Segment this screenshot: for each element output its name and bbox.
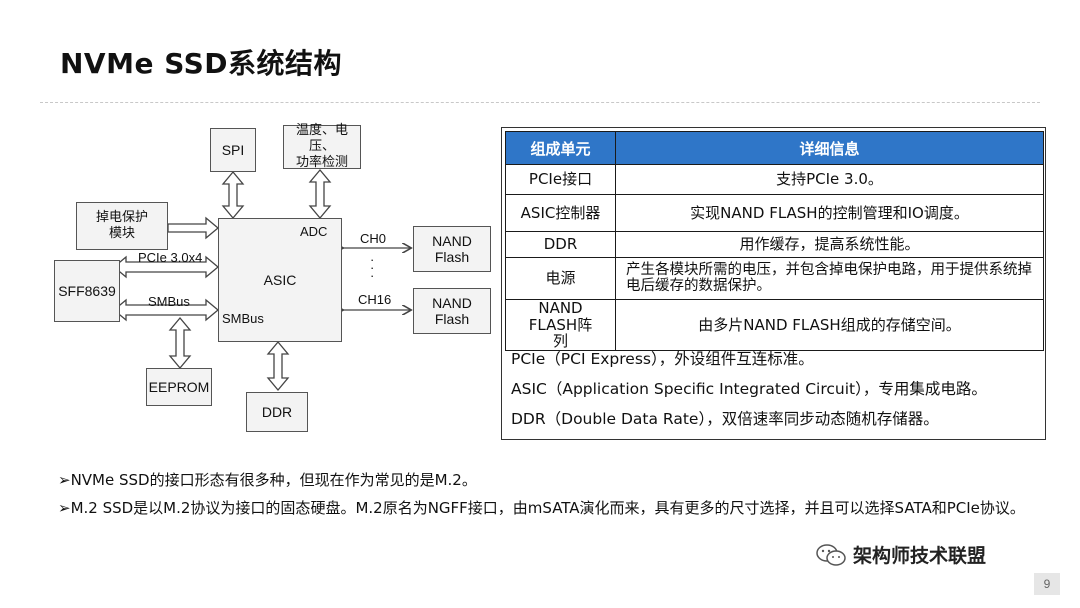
table-row: 电源 产生各模块所需的电压，并包含掉电保护电路，用于提供系统掉电后缓存的数据保护… [505,257,1044,300]
abbreviation-notes: PCIe（PCI Express），外设组件互连标准。 ASIC（Applica… [511,344,987,434]
page-number: 9 [1034,573,1060,595]
col-header-detail: 详细信息 [615,131,1044,165]
component-table: 组成单元 详细信息 PCIe接口 支持PCIe 3.0。 ASIC控制器 实现N… [505,131,1044,351]
table-row: DDR 用作缓存，提高系统性能。 [505,231,1044,258]
watermark: 架构师技术联盟 [815,541,986,568]
table-cell: DDR [505,231,616,258]
sff8639-box: SFF8639 [54,260,120,322]
component-table-panel: 组成单元 详细信息 PCIe接口 支持PCIe 3.0。 ASIC控制器 实现N… [501,127,1046,440]
power-asic-arrow [167,216,220,240]
eeprom-arrow [168,316,192,370]
table-row: NAND FLASH阵列 由多片NAND FLASH组成的存储空间。 [505,299,1044,351]
table-cell: 产生各模块所需的电压，并包含掉电保护电路，用于提供系统掉电后缓存的数据保护。 [615,257,1044,300]
asic-box: ASIC [218,218,342,342]
note-line: ASIC（Application Specific Integrated Cir… [511,380,987,398]
table-row: ASIC控制器 实现NAND FLASH的控制管理和IO调度。 [505,194,1044,232]
bullet-item: ➢NVMe SSD的接口形态有很多种，但现在作为常见的是M.2。 [58,471,477,489]
watermark-text: 架构师技术联盟 [853,545,987,567]
spi-asic-arrow [221,170,245,220]
table-header-row: 组成单元 详细信息 [505,131,1044,165]
smbus-port-label: SMBus [222,311,264,326]
col-header-unit: 组成单元 [505,131,616,165]
table-cell: 电源 [505,257,616,300]
table-row: PCIe接口 支持PCIe 3.0。 [505,164,1044,195]
spi-box: SPI [210,128,256,172]
power-protect-box: 掉电保护 模块 [76,202,168,250]
bullet-item: ➢M.2 SSD是以M.2协议为接口的固态硬盘。M.2原名为NGFF接口，由mS… [58,499,1025,517]
smbus-link-label: SMBus [148,294,190,309]
ch0-label: CH0 [360,231,387,246]
table-cell: 由多片NAND FLASH组成的存储空间。 [615,299,1044,351]
pcie-link-label: PCIe 3.0x4 [138,250,203,265]
adc-label: ADC [300,224,328,239]
page-title: NVMe SSD系统结构 [60,47,343,80]
sensor-box: 温度、电压、 功率检测 [283,123,361,170]
title-divider [40,102,1040,103]
table-cell: 用作缓存，提高系统性能。 [615,231,1044,258]
bullet-list: ➢NVMe SSD的接口形态有很多种，但现在作为常见的是M.2。 ➢M.2 SS… [58,468,1038,524]
table-cell: ASIC控制器 [505,194,616,232]
ddr-box: DDR [246,392,308,432]
table-cell: NAND FLASH阵列 [505,299,616,351]
table-cell: 支持PCIe 3.0。 [615,164,1044,195]
ddr-arrow [266,340,290,392]
note-line: PCIe（PCI Express），外设组件互连标准。 [511,350,814,368]
ch16-label: CH16 [358,292,392,307]
table-cell: PCIe接口 [505,164,616,195]
sensor-asic-arrow [308,168,332,220]
channel-dots: · · · [370,252,375,283]
note-line: DDR（Double Data Rate），双倍速率同步动态随机存储器。 [511,410,939,428]
nand-flash-box-1: NAND Flash [413,226,491,272]
wechat-icon [816,543,846,566]
diagram-arrows [112,168,500,392]
table-cell: 实现NAND FLASH的控制管理和IO调度。 [615,194,1044,232]
nand-flash-box-2: NAND Flash [413,288,491,334]
eeprom-box: EEPROM [146,368,212,406]
